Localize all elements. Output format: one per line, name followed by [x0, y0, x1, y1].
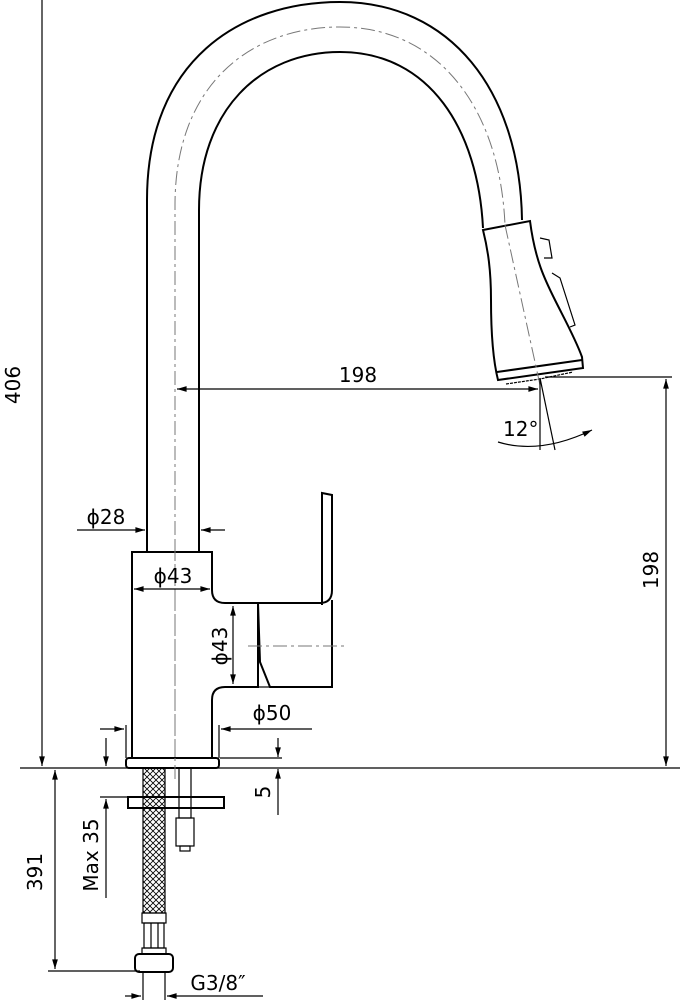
spray-head — [481, 219, 585, 386]
spout-diameter-label: ϕ28 — [87, 505, 126, 529]
thread-label: G3/8″ — [190, 971, 245, 995]
base-height-label: 5 — [251, 786, 275, 799]
handle-diameter-dim: ϕ43 — [208, 605, 236, 685]
spout — [146, 0, 523, 760]
total-height-dim: 406 — [1, 0, 45, 767]
handle-diameter-label: ϕ43 — [208, 627, 232, 666]
base-diameter-dim: ϕ50 — [100, 701, 312, 758]
mounting-stud — [175, 767, 195, 852]
supply-hose — [134, 767, 174, 973]
counter-thickness-label: Max 35 — [79, 818, 103, 891]
body-diameter-label: ϕ43 — [154, 564, 193, 588]
hose-length-dim: 391 — [23, 769, 140, 972]
counter-thickness-dim: Max 35 — [79, 738, 130, 898]
thread-dim: G3/8″ — [125, 971, 263, 1000]
spray-angle-label: 12° — [503, 417, 538, 441]
spout-diameter-dim: ϕ28 — [77, 505, 225, 533]
reach-label: 198 — [339, 363, 377, 387]
spout-height-dim: 198 — [545, 376, 672, 767]
hose-length-label: 391 — [23, 853, 47, 891]
spray-angle-dim: 12° — [497, 377, 593, 451]
reach-dim: 198 — [177, 363, 539, 392]
body-diameter-dim: ϕ43 — [134, 564, 210, 592]
mounting-plate — [127, 796, 225, 809]
faucet-body — [125, 491, 346, 780]
base-diameter-label: ϕ50 — [253, 701, 292, 725]
spout-height-label: 198 — [639, 551, 663, 589]
base-height-dim: 5 — [220, 738, 282, 815]
total-height-label: 406 — [1, 366, 25, 404]
